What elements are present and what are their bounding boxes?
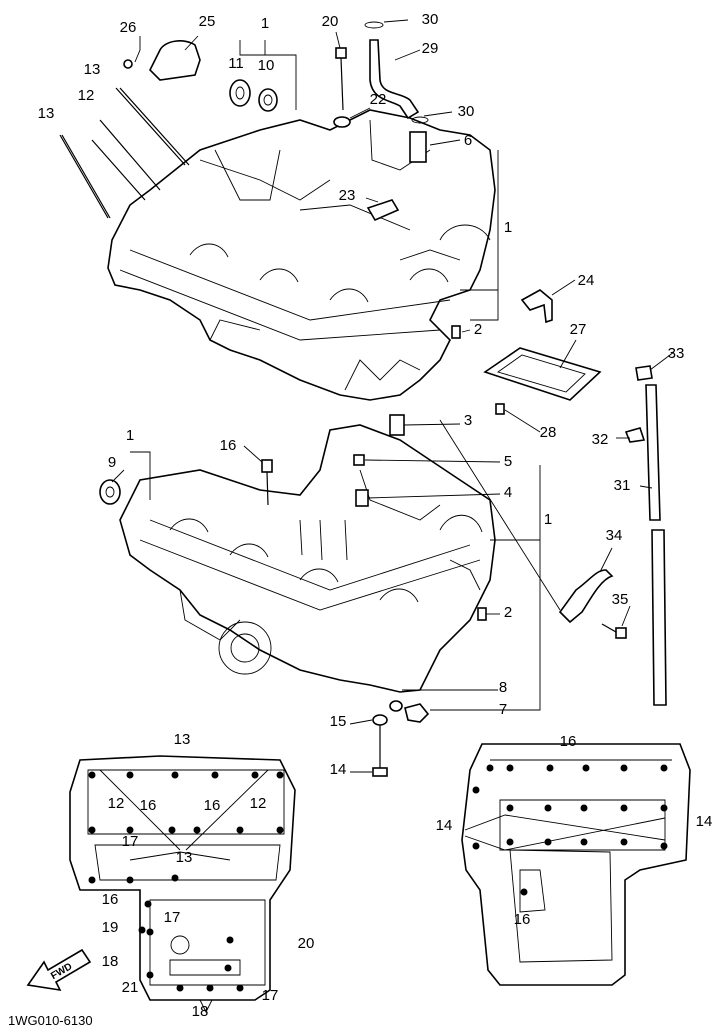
callout-c7: 7 (499, 701, 507, 718)
breather-fitting-6 (409, 131, 427, 163)
oil-seal-10 (258, 88, 278, 112)
callout-c22: 22 (370, 91, 387, 108)
figure-code: 1WG010-6130 (8, 1013, 93, 1028)
callout-c24: 24 (578, 272, 595, 289)
callout-c17a: 17 (122, 833, 139, 850)
callout-c30b: 30 (458, 103, 475, 120)
callout-c28: 28 (540, 424, 557, 441)
forward-direction-arrow-icon: FWD (26, 948, 92, 992)
callout-c16f: 16 (514, 911, 531, 928)
callout-c27: 27 (570, 321, 587, 338)
callout-c20a: 20 (322, 13, 339, 30)
lower-crankcase (119, 424, 496, 693)
callout-c6: 6 (464, 132, 472, 149)
callout-c30a: 30 (422, 11, 439, 28)
callout-c18a: 18 (102, 953, 119, 970)
callout-c13b: 13 (38, 105, 55, 122)
bracket-34 (558, 569, 614, 624)
small-parts (59, 21, 667, 777)
callout-c13c: 13 (174, 731, 191, 748)
callout-c14c: 14 (696, 813, 713, 830)
callout-c1d: 1 (544, 511, 552, 528)
callout-c10: 10 (258, 57, 275, 74)
callout-c25: 25 (199, 13, 216, 30)
callout-c2b: 2 (504, 604, 512, 621)
upper-case-bottom-view (461, 743, 691, 986)
callout-c17c: 17 (262, 987, 279, 1004)
callout-c20b: 20 (298, 935, 315, 952)
callout-c12a: 12 (78, 87, 95, 104)
callout-c34: 34 (606, 527, 623, 544)
callout-c13a: 13 (84, 61, 101, 78)
callout-c12c: 12 (250, 795, 267, 812)
lower-case-top-view (69, 755, 296, 1014)
callout-c16e: 16 (560, 733, 577, 750)
callout-c5: 5 (504, 453, 512, 470)
callout-c19: 19 (102, 919, 119, 936)
cover-25 (149, 40, 201, 81)
callout-c13d: 13 (176, 849, 193, 866)
callout-c1a: 1 (261, 15, 269, 32)
callout-c9: 9 (108, 454, 116, 471)
callout-c14b: 14 (436, 817, 453, 834)
callout-c26: 26 (120, 19, 137, 36)
callout-c1c: 1 (126, 427, 134, 444)
callout-c15: 15 (330, 713, 347, 730)
callout-c21: 21 (122, 979, 139, 996)
callout-c16a: 16 (220, 437, 237, 454)
callout-c11: 11 (228, 55, 244, 72)
callout-c16b: 16 (140, 797, 157, 814)
callout-c32: 32 (592, 431, 609, 448)
callout-c17b: 17 (164, 909, 181, 926)
callout-c12b: 12 (108, 795, 125, 812)
bracket-24 (520, 289, 553, 324)
callout-c23: 23 (339, 187, 356, 204)
callout-c35: 35 (612, 591, 629, 608)
callout-c33: 33 (668, 345, 685, 362)
leader-lines (111, 19, 675, 773)
callout-c16c: 16 (204, 797, 221, 814)
callout-c18b: 18 (192, 1003, 209, 1020)
callout-c1b: 1 (504, 219, 512, 236)
callout-c8: 8 (499, 679, 507, 696)
callout-c2a: 2 (474, 321, 482, 338)
callout-c31: 31 (614, 477, 631, 494)
callout-c29: 29 (422, 40, 439, 57)
callout-c16d: 16 (102, 891, 119, 908)
upper-crankcase (107, 109, 496, 401)
callout-c3: 3 (464, 412, 472, 429)
cover-plate-27 (483, 347, 602, 401)
bearing-11 (229, 79, 251, 107)
callout-c4: 4 (504, 484, 512, 501)
callout-c14a: 14 (330, 761, 347, 778)
